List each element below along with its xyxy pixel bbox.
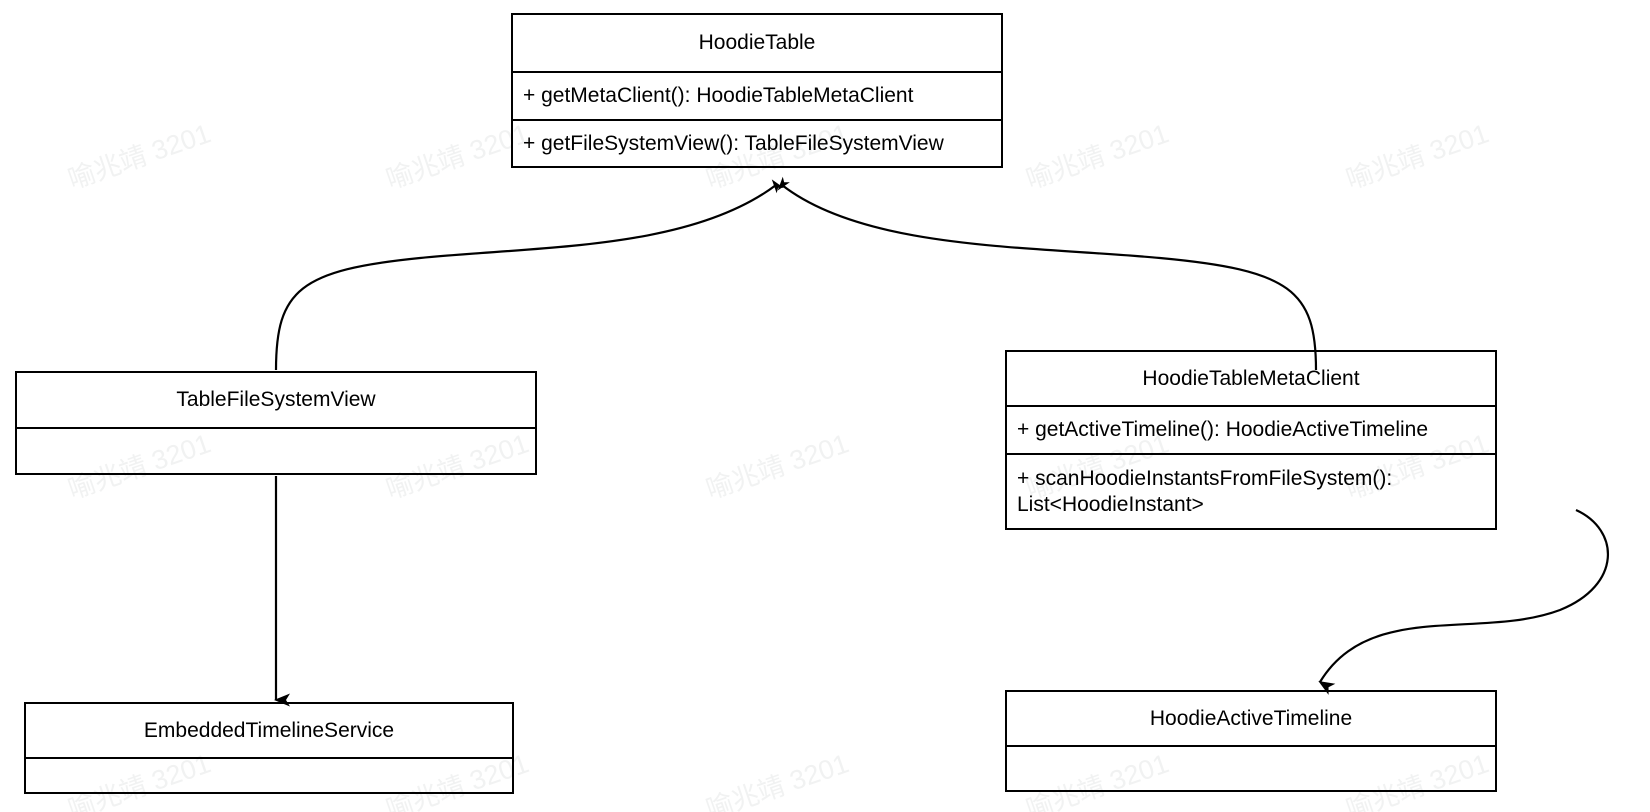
class-box-hoodie-active-timeline[interactable]: HoodieActiveTimeline <box>1005 690 1497 792</box>
class-member: + scanHoodieInstantsFromFileSystem(): Li… <box>1017 466 1393 516</box>
edge-metaclient-to-hoodietable <box>777 176 1318 371</box>
class-box-hoodie-table-meta-client[interactable]: HoodieTableMetaClient + getActiveTimelin… <box>1005 350 1497 530</box>
class-member: + getFileSystemView(): TableFileSystemVi… <box>523 131 944 155</box>
class-name-embedded-timeline-service: EmbeddedTimelineService <box>143 718 395 742</box>
edge-tfsv-to-hoodietable <box>274 179 784 371</box>
class-box-table-file-system-view[interactable]: TableFileSystemView <box>15 371 537 475</box>
class-members-hoodie-table-1: + getMetaClient(): HoodieTableMetaClient <box>513 71 1001 119</box>
class-members-hoodie-table-meta-client-2: + scanHoodieInstantsFromFileSystem(): Li… <box>1007 453 1495 528</box>
class-box-embedded-timeline-service[interactable]: EmbeddedTimelineService <box>24 702 514 794</box>
class-members-embedded-timeline-service <box>26 757 512 792</box>
class-name-hoodie-active-timeline: HoodieActiveTimeline <box>1149 706 1353 730</box>
class-box-hoodie-table[interactable]: HoodieTable + getMetaClient(): HoodieTab… <box>511 13 1003 168</box>
class-members-hoodie-table-meta-client-1: + getActiveTimeline(): HoodieActiveTimel… <box>1007 405 1495 453</box>
class-members-hoodie-table-2: + getFileSystemView(): TableFileSystemVi… <box>513 119 1001 166</box>
class-name-table-file-system-view: TableFileSystemView <box>176 388 376 411</box>
class-member: + getMetaClient(): HoodieTableMetaClient <box>523 84 914 108</box>
class-name-hoodie-table: HoodieTable <box>698 31 816 54</box>
class-members-table-file-system-view <box>17 427 535 473</box>
class-members-hoodie-active-timeline <box>1007 745 1495 790</box>
class-name-hoodie-table-meta-client: HoodieTableMetaClient <box>1142 366 1360 390</box>
class-member: + getActiveTimeline(): HoodieActiveTimel… <box>1017 418 1429 442</box>
edge-metaclient-to-activetimeline <box>1318 508 1609 695</box>
